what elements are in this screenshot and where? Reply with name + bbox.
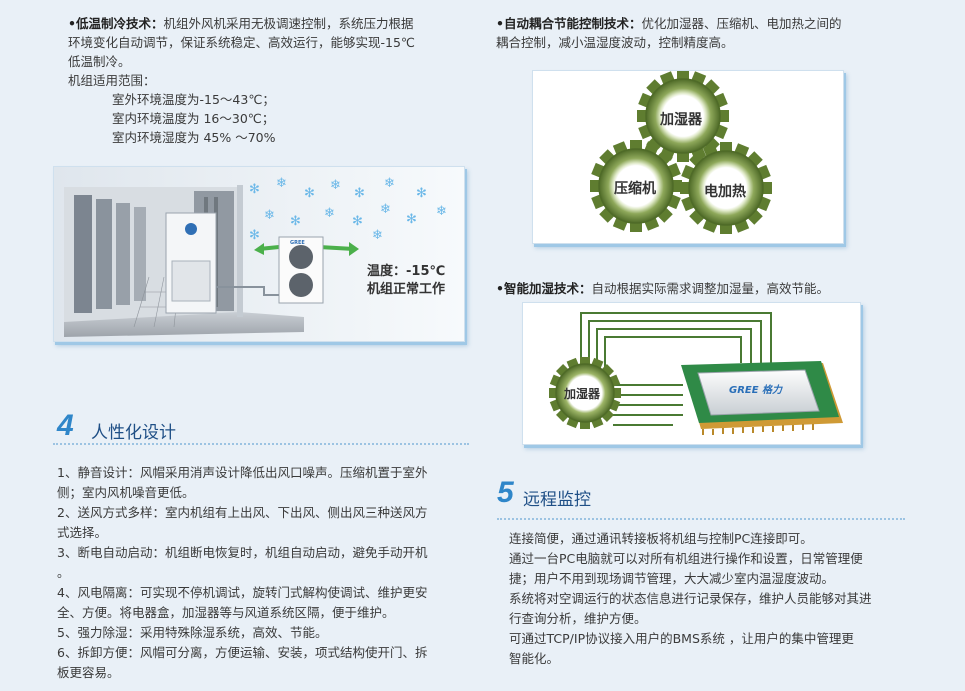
range-title: 机组适用范围： (68, 73, 156, 88)
svg-text:✻: ✻ (406, 212, 417, 227)
low-temp-heading: •低温制冷技术： (68, 16, 164, 31)
svg-text:✻: ✻ (416, 186, 427, 201)
list-item-4-line-1: 4、风电隔离：可实现不停机调试，旋转门式解构使调试、维护更安 (57, 585, 428, 600)
svg-text:✻: ✻ (290, 214, 301, 229)
datacenter-svg: ✻ ❄ ✻ ❄ ✻ ❄ ✻ ❄ ❄ ✻ ❄ ✻ ❄ ✻ ❄ ✻ (54, 167, 464, 341)
gear-heater-label: 电加热 (704, 184, 746, 200)
svg-text:✻: ✻ (249, 182, 260, 197)
gears-svg (589, 70, 773, 235)
list-item-5-line-1: 5、强力除湿：采用特殊除湿系统，高效、节能。 (57, 625, 328, 640)
caption-status: 机组正常工作 (367, 282, 446, 297)
remote-line-3: 捷；用户不用到现场调节管理，大大减少室内温湿度波动。 (509, 571, 835, 586)
smart-humidify-heading: •智能加湿技术： (496, 281, 592, 296)
section5-title: 远程监控 (523, 490, 591, 510)
svg-text:❄: ❄ (384, 176, 395, 191)
svg-text:❄: ❄ (436, 204, 447, 219)
section4-number: 4 (57, 409, 74, 442)
range-indoor-humidity: 室内环境湿度为 45% ～70% (112, 130, 276, 145)
auto-coupling-text-1: 优化加湿器、压缩机、电加热之间的 (641, 16, 842, 31)
remote-line-2: 通过一台PC电脑就可以对所有机组进行操作和设置，日常管理便 (509, 551, 863, 566)
low-temp-text-1: 机组外风机采用无极调速控制，系统压力根据 (163, 16, 414, 31)
section4-title: 人性化设计 (91, 423, 176, 443)
chip-logo: GREE 格力 (729, 385, 783, 396)
list-item-2-line-2: 式选择。 (57, 525, 108, 540)
caption-temperature: 温度：-15℃ (367, 264, 446, 279)
section5-divider (497, 518, 905, 520)
smart-humidify-text: 自动根据实际需求调整加湿量，高效节能。 (591, 281, 830, 296)
chip-svg (549, 312, 843, 435)
svg-text:❄: ❄ (330, 178, 341, 193)
range-indoor-temp: 室内环境温度为 16～30℃； (112, 111, 275, 126)
svg-text:❄: ❄ (324, 206, 335, 221)
svg-text:❄: ❄ (380, 202, 391, 217)
auto-coupling-heading: •自动耦合节能控制技术： (496, 16, 642, 31)
section4-divider (53, 443, 469, 445)
svg-text:✻: ✻ (352, 214, 363, 229)
section5-number: 5 (497, 476, 514, 509)
remote-line-1: 连接简便，通过通讯转接板将机组与控制PC连接即可。 (509, 531, 813, 546)
chip-illustration: 加湿器 GREE 格力 (522, 302, 861, 445)
low-temp-text-3: 低温制冷。 (68, 54, 131, 69)
chip-gear-label: 加湿器 (564, 387, 601, 401)
datacenter-illustration: ✻ ❄ ✻ ❄ ✻ ❄ ✻ ❄ ❄ ✻ ❄ ✻ ❄ ✻ ❄ ✻ 温度：-15℃ 机组正常工作 GRE… (53, 166, 465, 342)
svg-text:❄: ❄ (372, 228, 383, 243)
section5-text: 连接简便，通过通讯转接板将机组与控制PC连接即可。 通过一台PC电脑就可以对所有… (509, 529, 929, 669)
remote-line-7: 智能化。 (509, 651, 560, 666)
list-item-6-line-1: 6、拆卸方便：风帽可分离，方便运输、安装，项式结构使开门、拆 (57, 645, 428, 660)
remote-line-4: 系统将对空调运行的状态信息进行记录保存，维护人员能够对其进 (509, 591, 872, 606)
remote-line-6: 可通过TCP/IP协议接入用户的BMS系统 ，让用户的集中管理更 (509, 631, 854, 646)
svg-text:✻: ✻ (249, 228, 260, 243)
auto-coupling-block: •自动耦合节能控制技术：优化加湿器、压缩机、电加热之间的 耦合控制，减小温湿度波… (496, 14, 916, 52)
range-outdoor-temp: 室外环境温度为-15～43℃； (112, 92, 275, 107)
gear-humidifier-label: 加湿器 (660, 112, 702, 128)
section4-list: 1、静音设计：风帽采用消声设计降低出风口噪声。压缩机置于室外 侧；室内风机噪音更… (57, 463, 477, 683)
svg-text:✻: ✻ (354, 186, 365, 201)
datacenter-caption: 温度：-15℃ 机组正常工作 (367, 263, 445, 299)
low-temp-text-2: 环境变化自动调节，保证系统稳定、高效运行，能够实现-15℃ (68, 35, 415, 50)
svg-text:❄: ❄ (276, 176, 287, 191)
remote-line-5: 行查询分析，维护方便。 (509, 611, 647, 626)
list-item-1-line-2: 侧；室内风机噪音更低。 (57, 485, 195, 500)
list-item-1-line-1: 1、静音设计：风帽采用消声设计降低出风口噪声。压缩机置于室外 (57, 465, 428, 480)
auto-coupling-text-2: 耦合控制，减小温湿度波动，控制精度高。 (496, 35, 734, 50)
gear-compressor-label: 压缩机 (614, 181, 656, 197)
outdoor-unit-brand: GREE (290, 240, 305, 246)
list-item-3-line-2: 。 (57, 565, 70, 580)
list-item-3-line-1: 3、断电自动启动：机组断电恢复时，机组自动启动，避免手动开机 (57, 545, 428, 560)
svg-text:❄: ❄ (264, 208, 275, 223)
svg-text:✻: ✻ (304, 186, 315, 201)
low-temp-block: •低温制冷技术：机组外风机采用无极调速控制，系统压力根据 环境变化自动调节，保证… (68, 14, 468, 147)
list-item-2-line-1: 2、送风方式多样：室内机组有上出风、下出风、侧出风三种送风方 (57, 505, 428, 520)
smart-humidify-block: •智能加湿技术：自动根据实际需求调整加湿量，高效节能。 (496, 279, 916, 298)
list-item-4-line-2: 全、方便。将电器盒，加湿器等与风道系统区隔，便于维护。 (57, 605, 395, 620)
list-item-6-line-2: 板更容易。 (57, 665, 120, 680)
gears-illustration: 加湿器 压缩机 电加热 (532, 70, 844, 244)
